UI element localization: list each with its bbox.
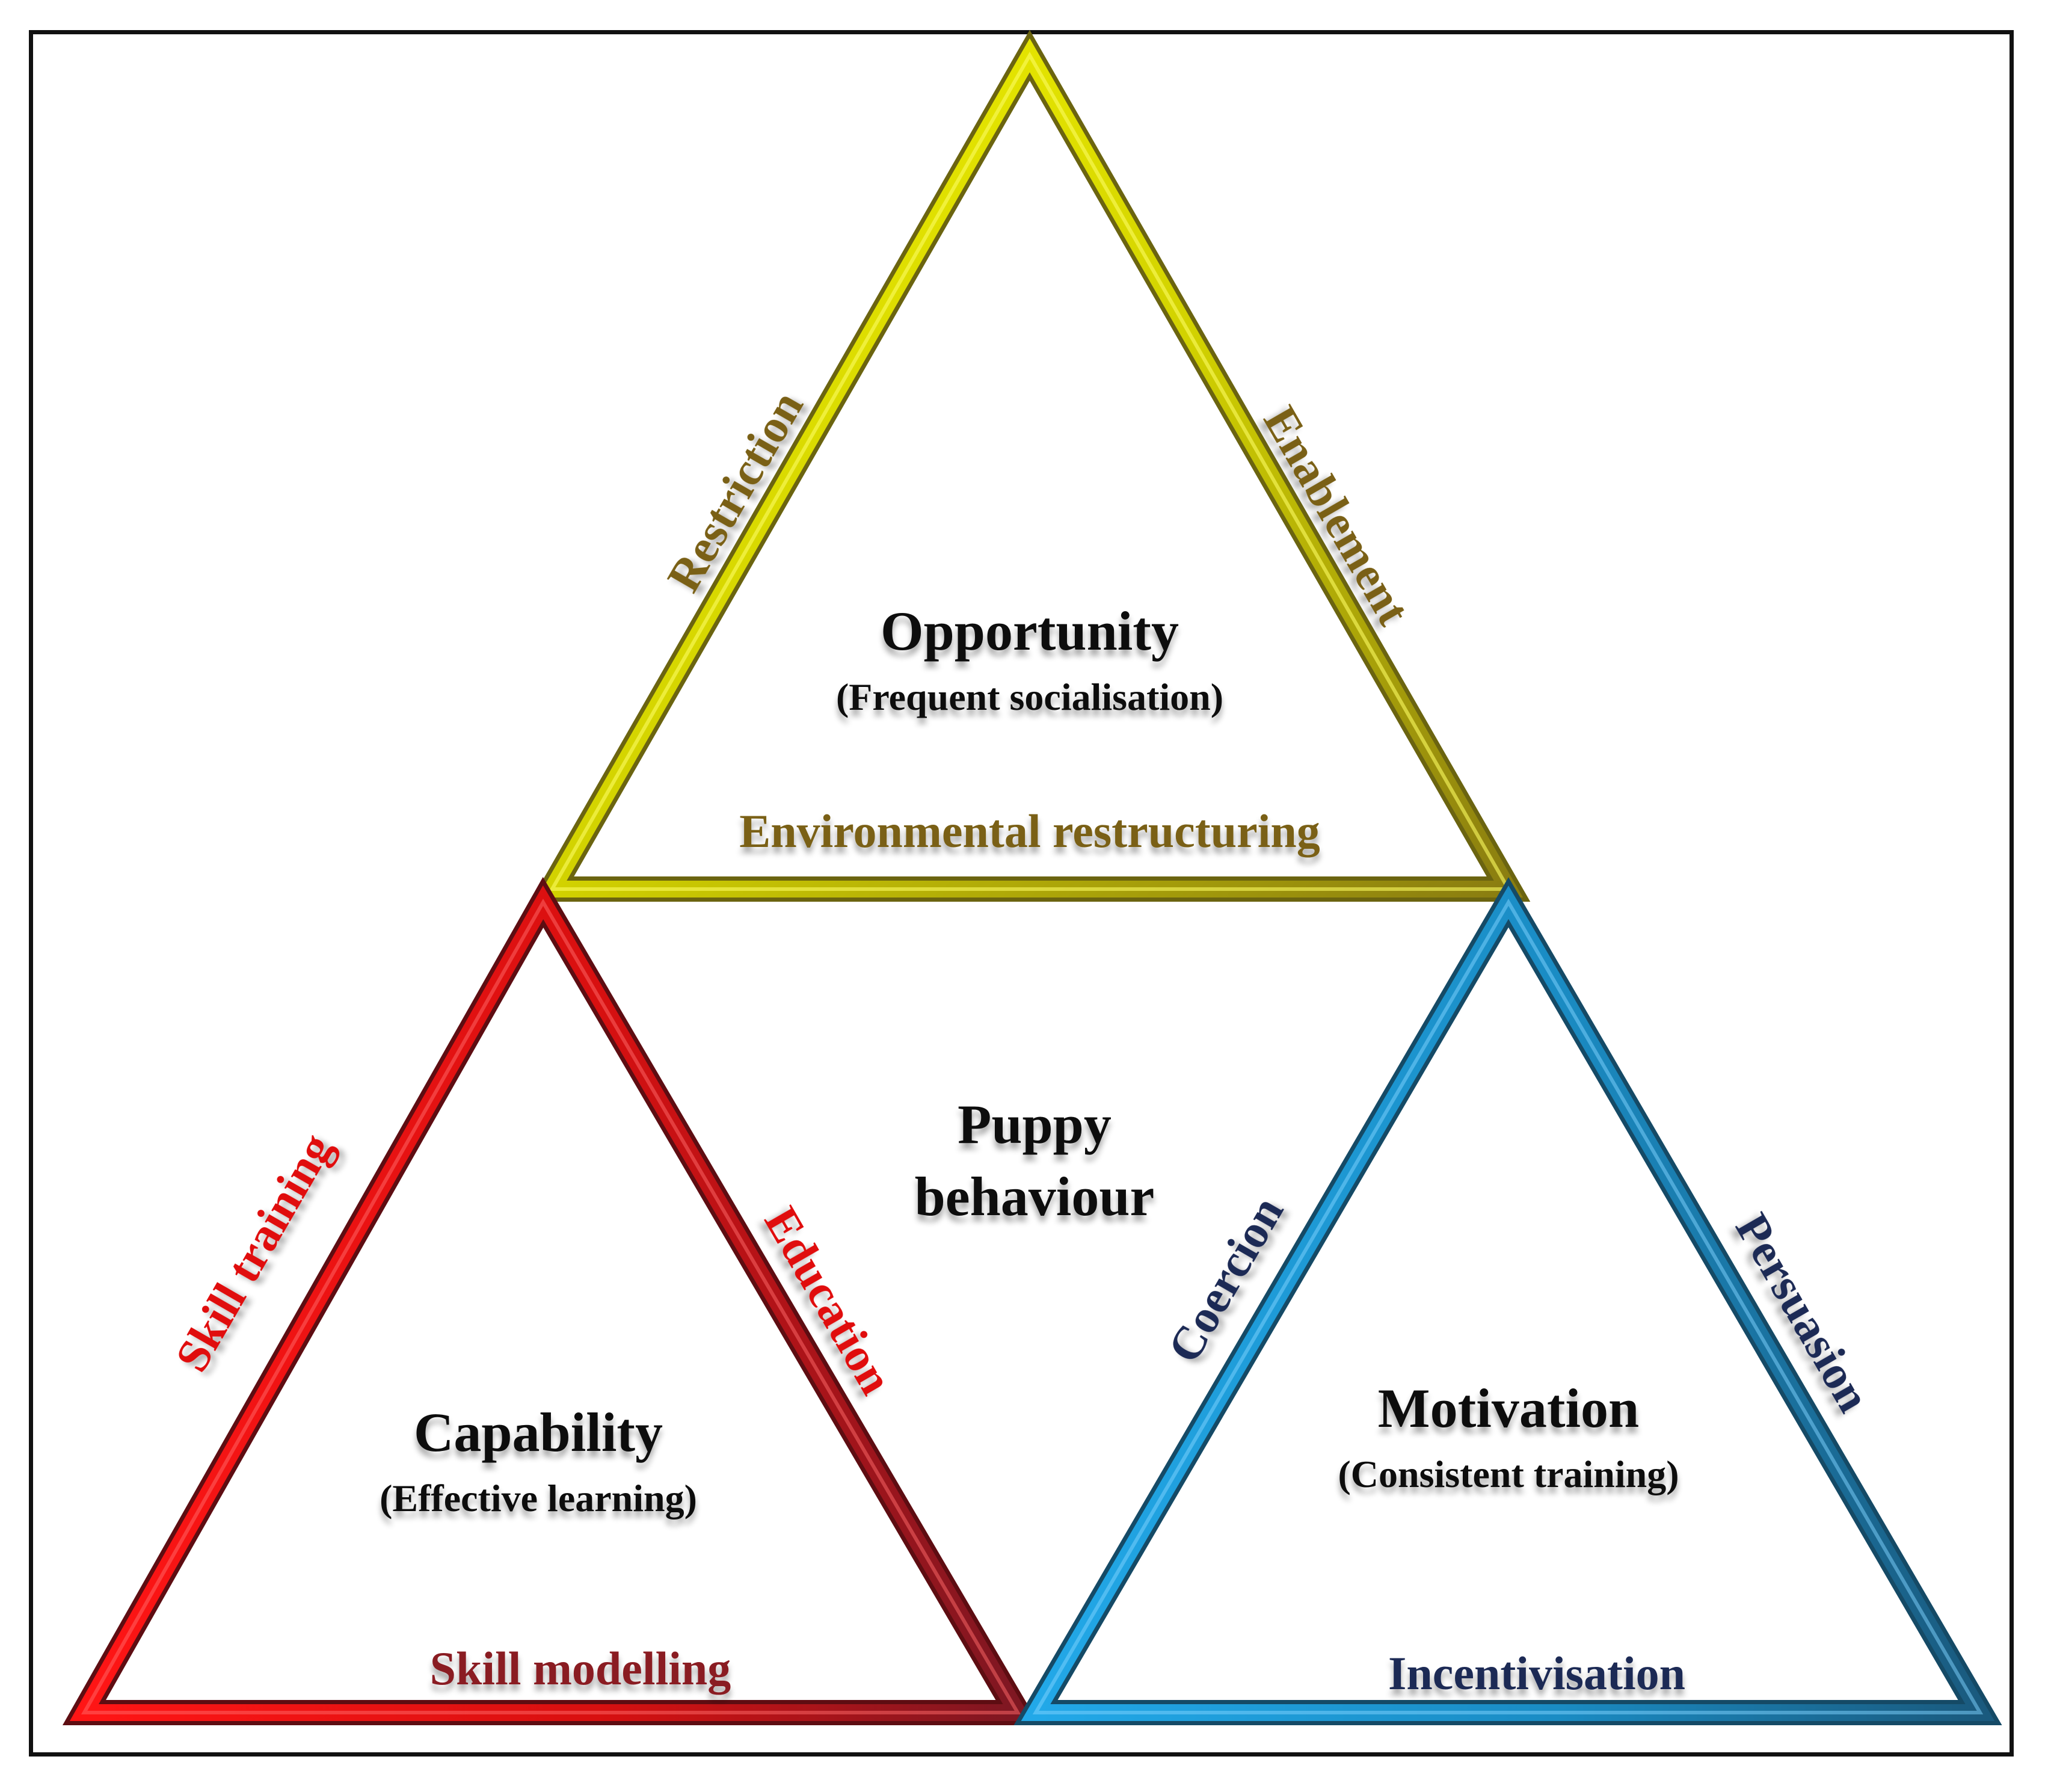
motivation-bottom-label: Incentivisation xyxy=(1388,1647,1685,1699)
motivation-left-label: Coercion xyxy=(1157,1187,1293,1371)
opportunity-title: Opportunity xyxy=(881,600,1179,662)
capability-subtitle: (Effective learning) xyxy=(380,1477,697,1520)
capability-triangle xyxy=(62,876,1040,1725)
opportunity-bottom-label: Environmental restructuring xyxy=(739,805,1320,857)
capability-bottom-label: Skill modelling xyxy=(430,1642,731,1695)
capability-left-label: Skill training xyxy=(165,1124,342,1380)
opportunity-subtitle: (Frequent socialisation) xyxy=(836,676,1223,718)
capability-title: Capability xyxy=(414,1402,663,1463)
center-label-line1: Puppy xyxy=(958,1094,1112,1155)
opportunity-triangle xyxy=(530,29,1531,902)
motivation-subtitle: (Consistent training) xyxy=(1338,1453,1679,1495)
motivation-triangle xyxy=(1013,877,2002,1725)
motivation-title: Motivation xyxy=(1378,1378,1639,1439)
center-label-line2: behaviour xyxy=(915,1166,1155,1227)
